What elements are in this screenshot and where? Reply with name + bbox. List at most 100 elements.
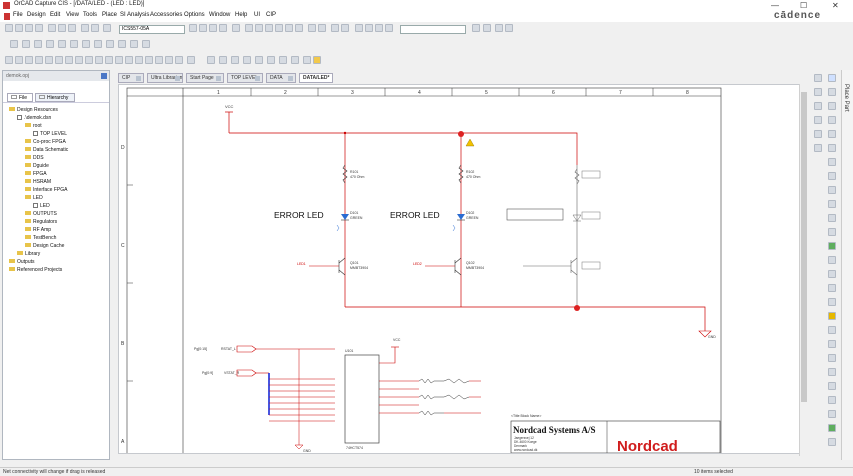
- tool-b-icon[interactable]: [15, 56, 23, 64]
- empty-text-placeholder[interactable]: [506, 208, 564, 221]
- doc-tab[interactable]: TOP LEVEL: [227, 73, 263, 83]
- tool-h-icon[interactable]: [75, 56, 83, 64]
- search-back-icon[interactable]: [483, 24, 491, 32]
- tree-item[interactable]: LED: [25, 195, 43, 201]
- palette-check-icon[interactable]: [828, 410, 836, 418]
- output-resistors[interactable]: [418, 378, 470, 416]
- schematic-canvas[interactable]: 1 2 3 4 5 6 7 8 D C B A VCC: [118, 84, 808, 454]
- swap-icon[interactable]: [385, 24, 393, 32]
- menu-edit[interactable]: Edit: [50, 12, 61, 18]
- zoom-all-icon[interactable]: [219, 24, 227, 32]
- menu-help[interactable]: Help: [235, 12, 248, 18]
- palette-ieee-icon[interactable]: [828, 298, 836, 306]
- palette-bus-entry-icon[interactable]: [828, 116, 836, 124]
- rotate-icon[interactable]: [130, 40, 138, 48]
- tree-item[interactable]: OUTPUTS: [25, 211, 57, 217]
- ic-u101[interactable]: [344, 354, 380, 444]
- tab-close-icon[interactable]: [175, 76, 180, 81]
- doc-tab[interactable]: DATA: [266, 73, 296, 83]
- tree-item[interactable]: RF Amp: [25, 227, 51, 233]
- align-tc-icon[interactable]: [219, 56, 227, 64]
- schematic-drawing[interactable]: 1 2 3 4 5 6 7 8 D C B A VCC: [119, 85, 807, 453]
- palette-net-icon[interactable]: [814, 102, 822, 110]
- menu-accessories[interactable]: Accessories: [150, 12, 183, 18]
- tab-hierarchy[interactable]: Hierarchy: [35, 93, 75, 102]
- drc-icon[interactable]: [232, 24, 240, 32]
- zoom-out-icon[interactable]: [199, 24, 207, 32]
- tool-p-icon[interactable]: [155, 56, 163, 64]
- u101-outputs[interactable]: [379, 380, 419, 414]
- wire-u101-vcc[interactable]: [379, 347, 396, 364]
- palette-block-icon[interactable]: [814, 144, 822, 152]
- pcb-icon[interactable]: [285, 24, 293, 32]
- copy-icon[interactable]: [58, 24, 66, 32]
- panel-close-icon[interactable]: [101, 73, 107, 79]
- palette-search-icon[interactable]: [828, 368, 836, 376]
- net-vstat[interactable]: VSTAT_R: [224, 371, 240, 375]
- palette-power-icon[interactable]: [814, 130, 822, 138]
- resistor-r103[interactable]: [574, 168, 580, 185]
- palette-zoom-icon[interactable]: [828, 382, 836, 390]
- tree-item[interactable]: Co-proc FPGA: [25, 139, 66, 145]
- tool-q-icon[interactable]: [165, 56, 173, 64]
- palette-pin-icon[interactable]: [828, 144, 836, 152]
- tree-item[interactable]: DDS: [25, 155, 44, 161]
- menu-design[interactable]: Design: [27, 12, 46, 18]
- align-left-icon[interactable]: [10, 40, 18, 48]
- palette-offpage-icon[interactable]: [828, 158, 836, 166]
- forward-icon[interactable]: [341, 24, 349, 32]
- title-block[interactable]: [510, 420, 721, 453]
- zoom-in-icon[interactable]: [189, 24, 197, 32]
- menu-si-analysis[interactable]: SI Analysis: [120, 12, 150, 18]
- tree-item[interactable]: Regulators: [25, 219, 57, 225]
- offpage-rstat[interactable]: [236, 345, 257, 353]
- port-pg-out[interactable]: Pg[0:9]: [202, 371, 213, 375]
- palette-line-icon[interactable]: [828, 186, 836, 194]
- palette-run-icon[interactable]: [828, 424, 836, 432]
- palette-hand-icon[interactable]: [828, 396, 836, 404]
- vertical-scrollbar[interactable]: [799, 84, 808, 456]
- table-icon[interactable]: [375, 24, 383, 32]
- tool-g-icon[interactable]: [65, 56, 73, 64]
- menu-ui[interactable]: UI: [254, 12, 260, 18]
- resistor-r101[interactable]: [342, 164, 348, 184]
- tree-item[interactable]: Data Schematic: [25, 147, 68, 153]
- cap-icon[interactable]: [355, 24, 363, 32]
- palette-text-icon[interactable]: [828, 270, 836, 278]
- tab-close-icon[interactable]: [216, 76, 221, 81]
- palette-image-icon[interactable]: [828, 284, 836, 292]
- led-d103[interactable]: [572, 214, 582, 222]
- italic-icon[interactable]: [118, 40, 126, 48]
- junction-selected-2[interactable]: [574, 305, 580, 311]
- distribute-v-icon[interactable]: [94, 40, 102, 48]
- bom-icon[interactable]: [265, 24, 273, 32]
- output-nets[interactable]: [444, 380, 481, 414]
- mirror-icon[interactable]: [142, 40, 150, 48]
- tool-j-icon[interactable]: [95, 56, 103, 64]
- tree-item[interactable]: FPGA: [25, 171, 47, 177]
- paste-icon[interactable]: [68, 24, 76, 32]
- search-prev-icon[interactable]: [495, 24, 503, 32]
- palette-settings-icon[interactable]: [828, 438, 836, 446]
- tree-item[interactable]: Library: [17, 251, 40, 257]
- palette-ellipse-icon[interactable]: [828, 228, 836, 236]
- open-icon[interactable]: [15, 24, 23, 32]
- menu-cip[interactable]: CIP: [266, 12, 277, 18]
- port-pg-in[interactable]: Pg[0:15]: [194, 347, 207, 351]
- resistor-r102[interactable]: [458, 164, 464, 184]
- maximize-button[interactable]: ☐: [800, 1, 808, 10]
- tool-a-icon[interactable]: [5, 56, 13, 64]
- led-d101[interactable]: [336, 214, 349, 232]
- redo-icon[interactable]: [91, 24, 99, 32]
- palette-arc-icon[interactable]: [828, 242, 836, 250]
- net-led1[interactable]: LED1: [297, 262, 306, 266]
- transistor-q102[interactable]: [425, 257, 462, 276]
- transistor-q101[interactable]: [309, 257, 346, 276]
- distribute-h-icon[interactable]: [82, 40, 90, 48]
- tool-f-icon[interactable]: [55, 56, 63, 64]
- search-next-icon[interactable]: [505, 24, 513, 32]
- align-bl-icon[interactable]: [279, 56, 287, 64]
- junction-selected[interactable]: [458, 131, 464, 137]
- zoom-icon[interactable]: [103, 24, 111, 32]
- search-combo[interactable]: [400, 25, 466, 34]
